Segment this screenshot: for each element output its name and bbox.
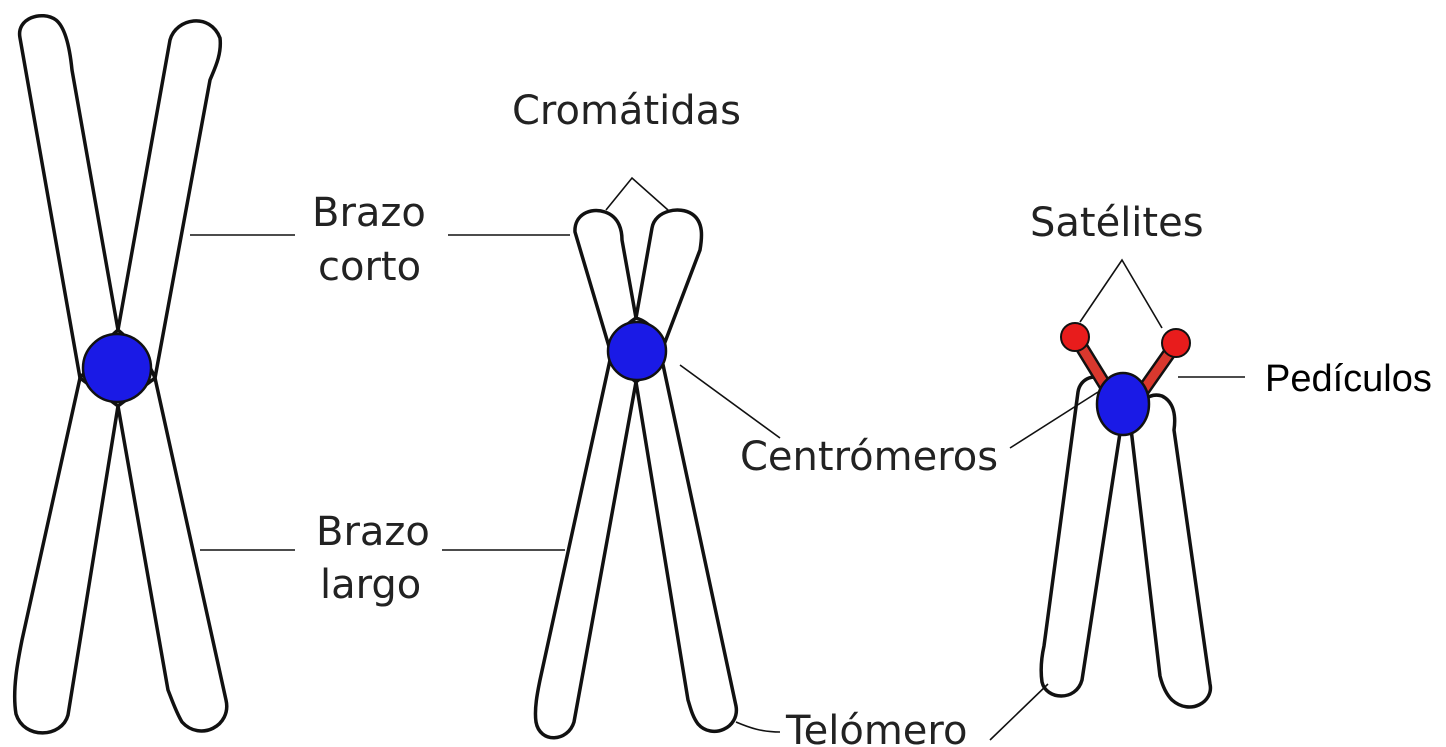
label-satelites: Satélites [1030,200,1204,246]
leader-telomero-left [736,722,780,732]
label-telomero: Telómero [785,708,967,747]
satellite-right [1162,329,1190,357]
centromere [83,334,151,402]
chromatid-lower-left [535,360,636,738]
leader-cromatidas [606,178,668,210]
label-brazo-corto-line2: corto [318,244,421,290]
label-brazo-largo-line1: Brazo [316,509,430,555]
leader-centromeros-right [680,365,780,438]
label-cromatidas: Cromátidas [512,88,741,134]
leader-satelites [1080,260,1162,328]
leader-telomero-right [990,684,1048,740]
labels: Cromátidas Brazo corto Brazo largo Centr… [312,88,1432,747]
label-pediculos: Pedículos [1265,358,1432,400]
chromatid-lower-left [15,378,118,733]
centromere [1097,373,1149,435]
label-centromeros: Centrómeros [740,434,998,480]
label-brazo-corto-line1: Brazo [312,190,426,236]
label-brazo-largo-line2: largo [320,562,421,608]
chromosome-submetacentric [535,210,736,738]
chromatid-upper-right [118,21,220,378]
chromatid-lower-right [118,378,227,731]
chromatid-right [1130,395,1210,707]
centromere [608,322,666,380]
satellite-left [1061,323,1089,351]
chromosome-metacentric [15,16,227,733]
chromatid-upper-left [20,16,118,378]
chromosome-acrocentric [1041,323,1210,707]
chromatid-lower-right [636,360,736,731]
